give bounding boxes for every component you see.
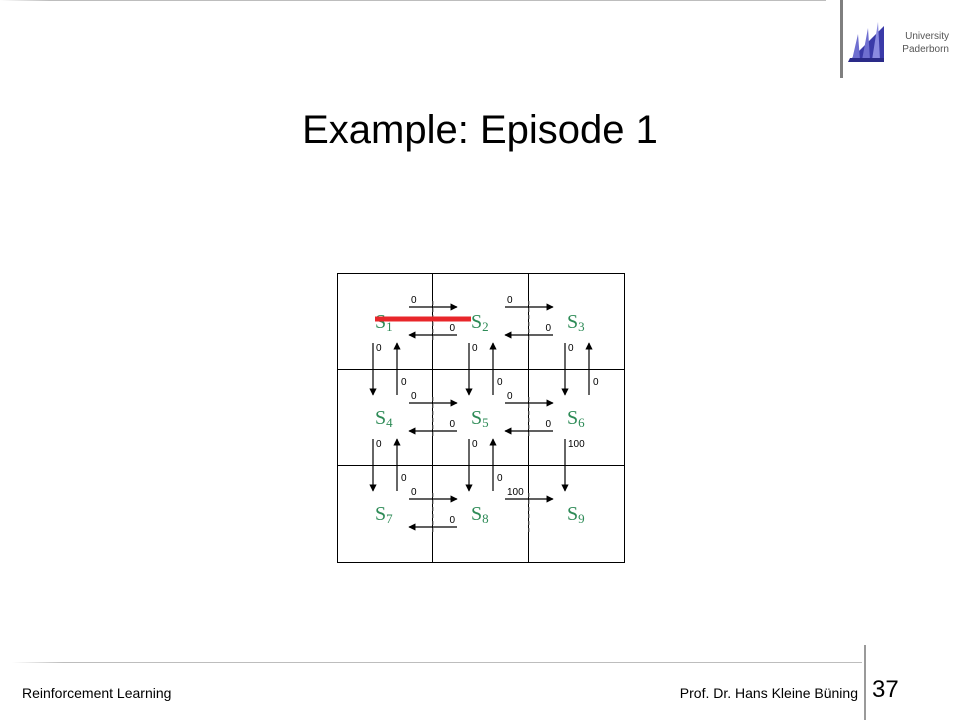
reward-label: 0 [411,487,417,498]
university-name-line2: Paderborn [902,44,949,55]
state-s9: S9 [567,503,585,526]
reward-label: 0 [401,377,407,388]
footer-course-title: Reinforcement Learning [22,685,172,701]
reward-label: 0 [497,377,503,388]
page-number: 37 [872,676,899,703]
reward-label: 0 [472,439,478,450]
footer-divider [12,662,862,663]
reward-label: 0 [593,377,599,388]
reward-label: 0 [545,323,551,334]
reward-label: 0 [376,439,382,450]
state-s4: S4 [375,407,393,430]
footer-vertical-bar [864,645,866,720]
reward-label: 0 [449,323,455,334]
reward-label: 0 [411,295,417,306]
reward-label: 0 [507,295,513,306]
footer-author: Prof. Dr. Hans Kleine Büning [679,685,858,701]
state-s3: S3 [567,311,585,334]
reward-label: 0 [472,343,478,354]
state-s5: S5 [471,407,489,430]
reward-label: 100 [568,439,585,450]
reward-label: 0 [449,515,455,526]
reward-label: 0 [545,419,551,430]
reward-label: 0 [507,391,513,402]
state-s2: S2 [471,311,489,334]
state-s7: S7 [375,503,393,526]
reward-label: 0 [568,343,574,354]
state-s6: S6 [567,407,585,430]
university-logo-icon [848,22,884,62]
reward-label: 0 [401,473,407,484]
reward-label: 0 [497,473,503,484]
state-s8: S8 [471,503,489,526]
header-divider [0,0,826,1]
reward-label: 100 [507,487,524,498]
reward-label: 0 [411,391,417,402]
state-s1: S1 [375,311,393,334]
university-name-line1: University [905,31,949,42]
slide-title: Example: Episode 1 [302,108,658,152]
reward-label: 0 [376,343,382,354]
header-vertical-bar [840,0,843,78]
reward-label: 0 [449,419,455,430]
